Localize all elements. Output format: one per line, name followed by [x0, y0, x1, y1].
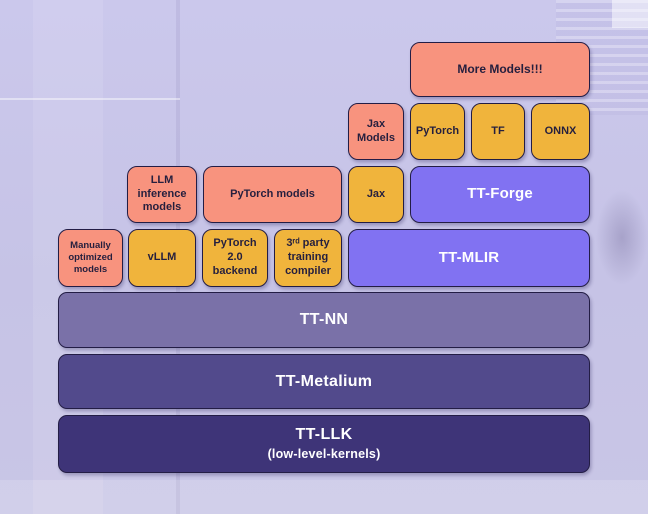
box-jax: Jax: [348, 166, 404, 223]
box-third-party-training-compiler: 3ʳᵈ party training compiler: [274, 229, 342, 287]
box-label: 3ʳᵈ party training compiler: [285, 237, 331, 277]
box-label: Manually optimized models: [68, 240, 113, 275]
box-label: TT-Forge: [467, 185, 533, 203]
box-label: Jax Models: [357, 117, 395, 144]
background-photo: [596, 190, 648, 285]
box-label: PyTorch 2.0 backend: [212, 237, 258, 277]
background-photo: [612, 0, 648, 28]
box-vllm: vLLM: [128, 229, 196, 287]
box-label: TT-Metalium: [275, 372, 373, 390]
box-label: ONNX: [544, 124, 577, 137]
box-label: More Models!!!: [457, 62, 543, 76]
box-label: LLM inference models: [137, 173, 187, 214]
box-tt-metalium: TT-Metalium: [58, 354, 590, 409]
box-sublabel: (low-level-kernels): [267, 447, 381, 462]
box-tf: TF: [471, 103, 525, 160]
box-tt-mlir: TT-MLIR: [348, 229, 590, 287]
box-label: TF: [491, 124, 505, 137]
box-tt-nn: TT-NN: [58, 292, 590, 348]
background-photo: [0, 98, 180, 100]
box-label: TT-NN: [299, 311, 349, 328]
box-label: vLLM: [147, 251, 177, 264]
box-pytorch-2-backend: PyTorch 2.0 backend: [202, 229, 268, 287]
box-label: TT-MLIR: [438, 248, 500, 266]
box-jax-models: Jax Models: [348, 103, 404, 160]
box-pytorch-models: PyTorch models: [203, 166, 342, 223]
box-label: Jax: [366, 187, 386, 200]
box-label: PyTorch models: [230, 187, 315, 200]
box-pytorch: PyTorch: [410, 103, 465, 160]
box-more-models: More Models!!!: [410, 42, 590, 97]
box-label: TT-LLK: [295, 426, 353, 444]
box-tt-llk: TT-LLK (low-level-kernels): [58, 415, 590, 473]
box-onnx: ONNX: [531, 103, 590, 160]
background-photo: [0, 480, 648, 514]
box-tt-forge: TT-Forge: [410, 166, 590, 223]
box-label: PyTorch: [415, 124, 460, 137]
box-llm-inference-models: LLM inference models: [127, 166, 197, 223]
box-manually-optimized-models: Manually optimized models: [58, 229, 123, 287]
